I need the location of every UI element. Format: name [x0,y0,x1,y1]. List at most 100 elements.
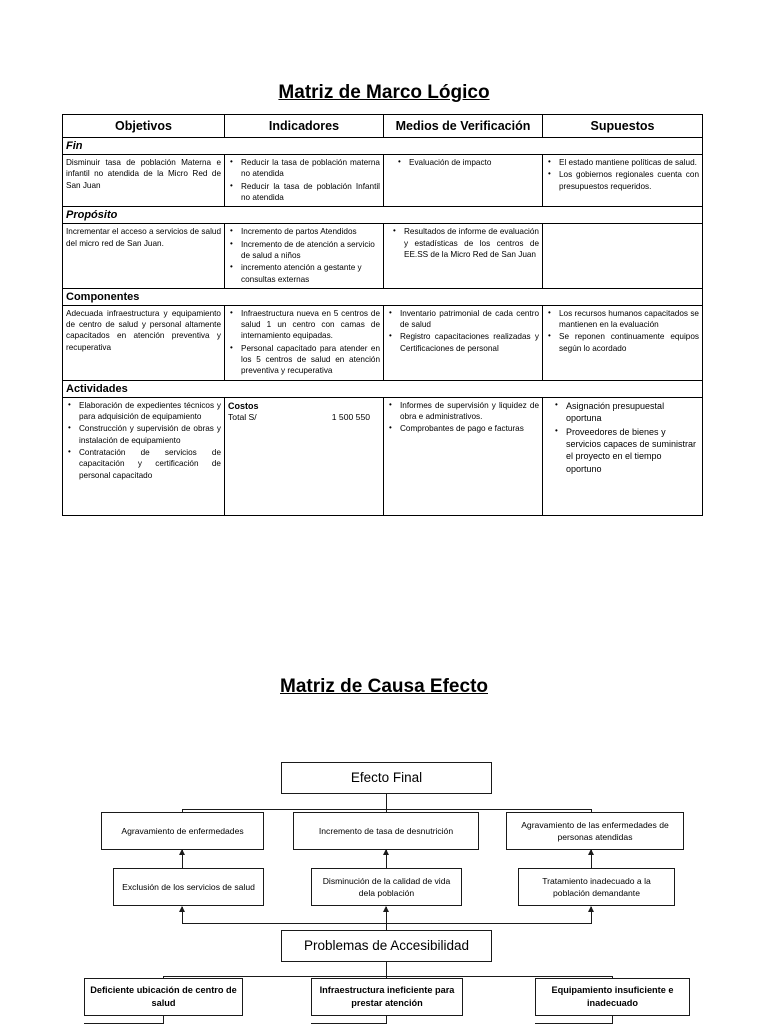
arrow-up-icon [588,849,594,855]
section-label-componentes: Componentes [66,290,140,303]
list-item: Registro capacitaciones realizadas y Cer… [389,330,539,354]
cell-actividades-objetivos: Elaboración de expedientes técnicos y pa… [62,396,225,516]
list-item: El estado mantiene políticas de salud. [548,156,699,168]
column-header-medios-verificacion: Medios de Verificación [383,114,543,138]
connector-causes-stem [386,962,388,977]
list-item: incremento atención a gestante y consult… [230,261,380,285]
diagram-box-efecto-2: Incremento de tasa de desnutrición [293,812,479,850]
bullet-list-proposito-indicadores: Incremento de partos Atendidos Increment… [228,225,380,285]
connector-subcause2-stem [386,1016,388,1024]
page-title-matriz-marco-logico: Matriz de Marco Lógico [278,82,490,103]
list-item: Informes de supervisión y liquidez de ob… [389,399,539,423]
table-row-componentes: Adecuada infraestructura y equipamiento … [62,304,703,381]
section-label-actividades: Actividades [66,382,128,395]
list-item: Inventario patrimonial de cada centro de… [389,307,539,331]
list-item: Infraestructura nueva en 5 centros de sa… [230,307,380,342]
arrow-up-icon [179,906,185,912]
list-item: Personal capacitado para atender en los … [230,342,380,377]
list-item: Incremento de partos Atendidos [230,225,380,237]
cell-componentes-supuestos: Los recursos humanos capacitados se mant… [542,304,703,381]
list-item: Proveedores de bienes y servicios capace… [555,425,699,476]
cell-actividades-medios: Informes de supervisión y liquidez de ob… [383,396,543,516]
cell-actividades-costos: Costos Total S/ 1 500 550 [224,396,384,516]
section-header-row-fin: Fin [62,137,703,155]
diagram-box-causa-2: Infraestructura ineficiente para prestar… [311,978,463,1016]
connector-causes-bus [163,976,613,978]
arrow-up-icon [383,906,389,912]
matriz-marco-logico-table-wrapper: Objetivos Indicadores Medios de Verifica… [62,114,703,516]
cell-proposito-objetivos: Incrementar el acceso a servicios de sal… [62,223,225,289]
page-title-matriz-causa-efecto: Matriz de Causa Efecto [280,676,488,697]
column-header-supuestos: Supuestos [542,114,703,138]
section-label-fin: Fin [66,140,83,152]
list-item: Los gobiernos regionales cuenta con pres… [548,168,699,192]
list-item: Construcción y supervisión de obras y in… [68,422,221,446]
list-item: Incremento de de atención a servicio de … [230,238,380,262]
bullet-list-fin-medios: Evaluación de impacto [387,156,539,168]
cell-fin-indicadores: Reducir la tasa de población materna no … [224,153,384,208]
diagram-box-intermedio-2: Disminución de la calidad de vida dela p… [311,868,462,906]
cell-fin-objetivos: Disminuir tasa de población Materna e in… [62,153,225,208]
list-item: Elaboración de expedientes técnicos y pa… [68,399,221,423]
connector-mid3-up [591,850,593,868]
diagram-box-causa-3: Equipamiento insuficiente e inadecuado [535,978,690,1016]
list-item: Asignación presupuestal oportuna [555,399,699,425]
connector-mid1-up [182,850,184,868]
list-item: Reducir la tasa de población Infantil no… [230,180,380,204]
list-item: Evaluación de impacto [398,156,539,168]
table-row-fin: Disminuir tasa de población Materna e in… [62,153,703,208]
bullet-list-actividades-objetivos: Elaboración de expedientes técnicos y pa… [66,399,221,481]
connector-mid2-up [386,850,388,868]
costos-total-amount: 1 500 550 [331,412,370,423]
list-item: Contratación de servicios de capacitació… [68,446,221,481]
section-header-row-proposito: Propósito [62,206,703,225]
bullet-list-componentes-medios: Inventario patrimonial de cada centro de… [387,307,539,354]
cell-fin-medios: Evaluación de impacto [383,153,543,208]
diagram-box-problema-central: Problemas de Accesibilidad [281,930,492,962]
bullet-list-fin-indicadores: Reducir la tasa de población materna no … [228,156,380,204]
cell-fin-supuestos: El estado mantiene políticas de salud. L… [542,153,703,208]
diagram-box-intermedio-1: Exclusión de los servicios de salud [113,868,264,906]
table-header-row: Objetivos Indicadores Medios de Verifica… [62,114,703,138]
connector-root-down [386,794,388,810]
table-row-actividades: Elaboración de expedientes técnicos y pa… [62,396,703,516]
arrow-up-icon [588,906,594,912]
list-item: Comprobantes de pago e facturas [389,422,539,434]
cell-componentes-objetivos: Adecuada infraestructura y equipamiento … [62,304,225,381]
section-header-row-componentes: Componentes [62,287,703,306]
costos-total-row: Total S/ 1 500 550 [228,412,380,424]
cell-actividades-supuestos: Asignación presupuestal oportuna Proveed… [542,396,703,516]
list-item: Se reponen continuamente equipos según l… [548,330,699,354]
table-row-proposito: Incrementar el acceso a servicios de sal… [62,223,703,289]
cell-proposito-medios: Resultados de informe de evaluación y es… [383,223,543,289]
diagram-box-efecto-final: Efecto Final [281,762,492,794]
section-label-proposito: Propósito [66,209,118,222]
costos-total-label: Total S/ [228,412,257,423]
connector-subcause1-stem [163,1016,165,1024]
cell-proposito-supuestos [542,223,703,289]
arrow-up-icon [179,849,185,855]
connector-problem-left-up [182,907,184,924]
matriz-marco-logico-table: Objetivos Indicadores Medios de Verifica… [62,114,703,516]
bullet-list-componentes-supuestos: Los recursos humanos capacitados se mant… [546,307,699,354]
list-item: Resultados de informe de evaluación y es… [393,225,539,260]
bullet-list-actividades-medios: Informes de supervisión y liquidez de ob… [387,399,539,435]
causa-efecto-diagram: Efecto Final Agravamiento de enfermedade… [0,744,768,1024]
bullet-list-fin-supuestos: El estado mantiene políticas de salud. L… [546,156,699,192]
costos-heading: Costos [228,400,259,411]
bullet-list-componentes-indicadores: Infraestructura nueva en 5 centros de sa… [228,307,380,377]
connector-problem-center-up [386,907,388,924]
bullet-list-actividades-supuestos: Asignación presupuestal oportuna Proveed… [546,399,699,476]
diagram-box-intermedio-3: Tratamiento inadecuado a la población de… [518,868,675,906]
cell-componentes-medios: Inventario patrimonial de cada centro de… [383,304,543,381]
arrow-up-icon [383,849,389,855]
column-header-indicadores: Indicadores [224,114,384,138]
connector-subcause3-stem [612,1016,614,1024]
diagram-box-efecto-3: Agravamiento de las enfermedades de pers… [506,812,684,850]
cell-proposito-indicadores: Incremento de partos Atendidos Increment… [224,223,384,289]
list-item: Reducir la tasa de población materna no … [230,156,380,180]
column-header-objetivos: Objetivos [62,114,225,138]
diagram-box-efecto-1: Agravamiento de enfermedades [101,812,264,850]
cell-componentes-indicadores: Infraestructura nueva en 5 centros de sa… [224,304,384,381]
